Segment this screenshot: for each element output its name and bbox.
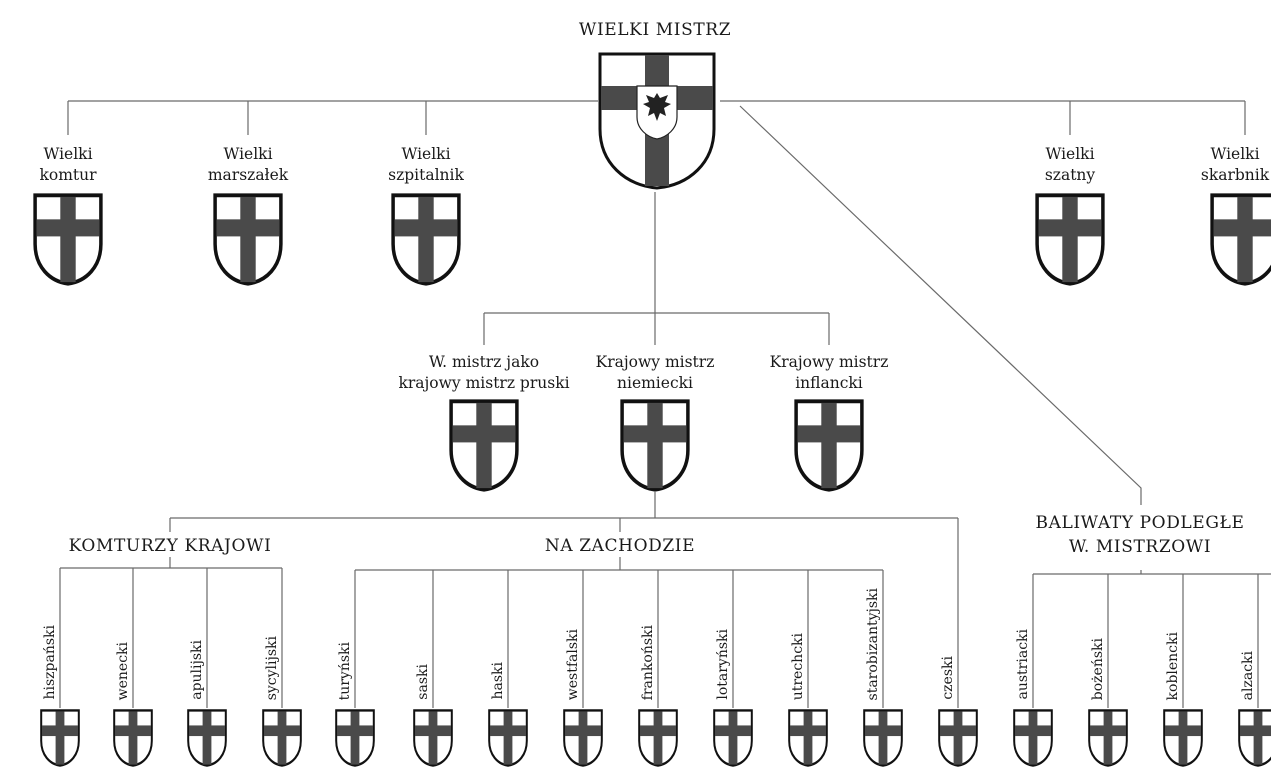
- commandery-shield-icon-15: [1163, 709, 1203, 767]
- officers-connector: [67, 100, 1246, 135]
- officer-shield-icon-1: [213, 193, 283, 286]
- commandery-shield-icon-1: [113, 709, 153, 767]
- commandery-shield-icon-6: [488, 709, 528, 767]
- commandery-shield-icon-12: [938, 709, 978, 767]
- commandery-shield-icon-14: [1088, 709, 1128, 767]
- commandery-shield-icon-11: [863, 709, 903, 767]
- commandery-label: hiszpański: [42, 625, 58, 700]
- commandery-label: sycylijski: [264, 636, 280, 701]
- commandery-shield-icon-13: [1013, 709, 1053, 767]
- commandery-label: frankoński: [640, 625, 656, 701]
- officer-shield-icon-2: [391, 193, 461, 286]
- commandery-shield-icon-0: [40, 709, 80, 767]
- commandery-shield-icon-3: [262, 709, 302, 767]
- komturzy-connector: [59, 557, 283, 708]
- commandery-label: austriacki: [1015, 629, 1031, 700]
- master-shield-icon-2: [794, 399, 864, 492]
- commandery-label: utrechcki: [790, 633, 806, 701]
- grand-master-shield-icon: [598, 52, 716, 190]
- commandery-shield-icon-16: [1238, 709, 1271, 767]
- commandery-label: westfalski: [565, 629, 581, 701]
- na-zachodzie-header: NA ZACHODZIE: [544, 536, 696, 556]
- commandery-shield-icon-9: [713, 709, 753, 767]
- commandery-label: apulijski: [189, 640, 205, 700]
- eagle-icon: [643, 93, 671, 121]
- commandery-label: koblencki: [1165, 632, 1181, 701]
- commandery-label: bożeński: [1090, 638, 1106, 701]
- master-shield-icon-1: [620, 399, 690, 492]
- zachod-children-connector: [354, 557, 884, 708]
- commandery-shield-icon-8: [638, 709, 678, 767]
- baliwaty-children-connector: [1032, 570, 1271, 708]
- officer-shield-icon-0: [33, 193, 103, 286]
- master-shield-icon-0: [449, 399, 519, 492]
- commandery-shield-icon-10: [788, 709, 828, 767]
- baliwaty-diagonal-connector: [739, 105, 1142, 505]
- commandery-label: alzacki: [1240, 651, 1256, 701]
- commandery-shield-icon-4: [335, 709, 375, 767]
- commandery-label: starobizantyjski: [865, 588, 881, 701]
- commandery-shield-icon-2: [187, 709, 227, 767]
- commandery-label: wenecki: [115, 642, 131, 701]
- officer-shield-icon-3: [1035, 193, 1105, 286]
- officer-shield-icon-4: [1210, 193, 1271, 286]
- zachod-connector: [169, 492, 959, 708]
- commandery-shield-icon-5: [413, 709, 453, 767]
- commandery-label: turyński: [337, 642, 353, 701]
- commandery-label: lotaryński: [715, 629, 731, 700]
- commandery-label: saski: [415, 664, 431, 700]
- komturzy-krajowi-header: KOMTURZY KRAJOWI: [68, 536, 272, 556]
- masters-connector: [483, 192, 830, 345]
- commandery-label: haski: [490, 662, 506, 700]
- commandery-shield-icon-7: [563, 709, 603, 767]
- commandery-label: czeski: [940, 656, 956, 700]
- grand-master-title: WIELKI MISTRZ: [578, 20, 732, 40]
